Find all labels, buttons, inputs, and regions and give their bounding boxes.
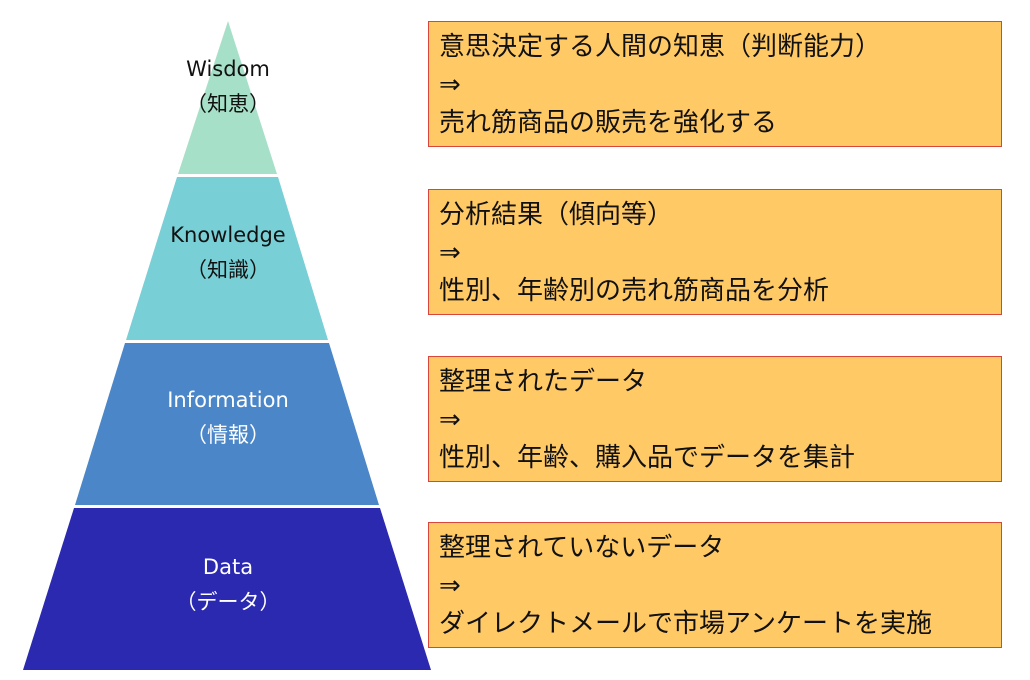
box-knowledge-line1: 分析結果（傾向等） <box>439 200 674 230</box>
box-wisdom-line2: 売れ筋商品の販売を強化する <box>439 108 778 138</box>
tier-label-wisdom: Wisdom （知恵） <box>128 52 328 121</box>
pyramid-tier-information <box>75 343 379 505</box>
tier-information-en: Information <box>167 388 289 412</box>
tier-label-knowledge: Knowledge （知識） <box>112 218 344 287</box>
box-data-line1: 整理されていないデータ <box>439 533 725 563</box>
pyramid-diagram <box>23 21 431 670</box>
pyramid-tier-wisdom <box>178 21 277 174</box>
box-information-line1: 整理されたデータ <box>439 367 648 397</box>
description-box-wisdom: 意思決定する人間の知恵（判断能力） ⇒ 売れ筋商品の販売を強化する <box>428 21 1002 147</box>
tier-data-en: Data <box>202 555 254 579</box>
tier-wisdom-ja: （知恵） <box>186 91 270 116</box>
box-knowledge-line2: 性別、年齢別の売れ筋商品を分析 <box>439 276 830 306</box>
box-wisdom-line1: 意思決定する人間の知恵（判断能力） <box>439 32 882 62</box>
box-information-line2: 性別、年齢、購入品でデータを集計 <box>439 443 856 473</box>
box-information-arrow: ⇒ <box>439 405 461 435</box>
tier-label-data: Data （データ） <box>128 550 328 619</box>
tier-wisdom-en: Wisdom <box>186 57 270 81</box>
pyramid-tier-knowledge <box>126 177 328 340</box>
description-box-information: 整理されたデータ ⇒ 性別、年齢、購入品でデータを集計 <box>428 356 1002 482</box>
pyramid-tier-data <box>23 508 431 670</box>
tier-data-ja: （データ） <box>175 589 281 614</box>
description-box-knowledge: 分析結果（傾向等） ⇒ 性別、年齢別の売れ筋商品を分析 <box>428 189 1002 315</box>
box-data-arrow: ⇒ <box>439 571 461 601</box>
box-wisdom-arrow: ⇒ <box>439 70 461 100</box>
box-knowledge-arrow: ⇒ <box>439 238 461 268</box>
tier-information-ja: （情報） <box>186 422 270 447</box>
tier-knowledge-en: Knowledge <box>170 223 286 247</box>
box-data-line2: ダイレクトメールで市場アンケートを実施 <box>439 609 932 639</box>
description-box-data: 整理されていないデータ ⇒ ダイレクトメールで市場アンケートを実施 <box>428 522 1002 648</box>
tier-knowledge-ja: （知識） <box>186 257 270 282</box>
tier-label-information: Information （情報） <box>100 383 356 452</box>
